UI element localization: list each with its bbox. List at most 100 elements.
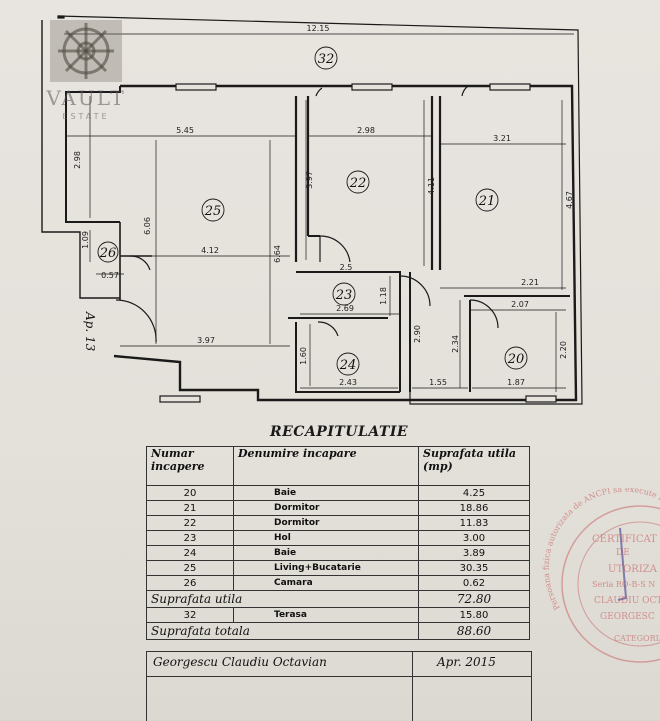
recap-title: RECAPITULATIE [270,424,409,440]
recap-header-row: Numar incapere Denumire incapare Suprafa… [146,446,530,486]
room-area: 15.80 [418,607,530,623]
vault-estate-logo: VAULT ESTATE [36,18,136,128]
room-num: 22 [146,515,234,531]
room-num: 21 [146,500,234,516]
useful-area-value: 72.80 [418,590,530,608]
stamp-line: Seria RO-B-S N [592,580,656,589]
dim-label: 4.67 [565,191,574,209]
dim-label: 6.64 [273,245,282,263]
dim-label: 3.97 [305,171,314,189]
document-date: Apr. 2015 [437,655,496,669]
room-num: 24 [146,545,234,561]
dim-label: 2.34 [451,335,460,353]
room-number-24: 24 [339,358,357,373]
table-row: 23 Hol 3.00 [146,530,530,546]
dim-label: 2.07 [511,300,529,309]
room-name: Living+Bucatarie [233,560,419,576]
room-number-23: 23 [335,288,353,303]
dim-label: 2.98 [357,126,375,135]
stamp-line: CERTIFICAT [592,534,657,545]
signature-box: Georgescu Claudiu Octavian Apr. 2015 [146,651,532,721]
room-number-21: 21 [478,194,496,209]
stamp-line: DE [616,548,630,558]
stamp-line: GEORGESC [600,612,655,622]
table-row: 32 Terasa 15.80 [146,607,530,623]
author-name: Georgescu Claudiu Octavian [153,655,327,669]
dim-label: 2.90 [413,325,422,343]
room-area: 11.83 [418,515,530,531]
brand-tagline: ESTATE [62,112,110,121]
room-area: 18.86 [418,500,530,516]
dim-label: 0.57 [101,271,119,280]
table-row: 20 Baie 4.25 [146,485,530,501]
dim-label: 3.97 [197,336,215,345]
room-name: Dormitor [233,515,419,531]
dim-label: 1.60 [299,347,308,365]
dim-label: 1.55 [429,378,447,387]
dim-label: 2.20 [559,341,568,359]
room-number-32: 32 [318,52,335,67]
dim-label: 2.69 [336,304,354,313]
room-num: 23 [146,530,234,546]
useful-area-row: Suprafata utila 72.80 [146,590,530,608]
room-area: 4.25 [418,485,530,501]
dim-label: 5.45 [176,126,194,135]
certification-stamp: Persoana fizica autorizata de ANCPI sa e… [540,485,660,668]
room-name: Baie [233,485,419,501]
stamp-seal-icon: Persoana fizica autorizata de ANCPI sa e… [542,485,660,663]
room-area: 0.62 [418,575,530,591]
stamp-line: UTORIZA [608,564,657,575]
room-name: Hol [233,530,419,546]
dim-label: 4.12 [201,246,219,255]
room-area: 30.35 [418,560,530,576]
dim-label: 1.18 [379,287,388,305]
room-number-25: 25 [204,204,222,219]
recap-table: Numar incapere Denumire incapare Suprafa… [146,446,530,640]
room-num: 32 [146,607,234,623]
dim-label: 1.87 [507,378,525,387]
header-denumire: Denumire incapare [233,446,419,486]
total-area-label: Suprafata totala [146,622,419,640]
total-area-value: 88.60 [418,622,530,640]
dim-label: 12.15 [307,24,330,33]
divider [412,652,413,676]
dim-label: 2.43 [339,378,357,387]
dim-label: 1.09 [81,231,90,249]
header-numar: Numar incapere [146,446,234,486]
dim-label: 2.21 [521,278,539,287]
room-name: Camara [233,575,419,591]
room-area: 3.89 [418,545,530,561]
dim-label: 2.98 [73,151,82,169]
total-area-row: Suprafata totala 88.60 [146,622,530,640]
stamp-line: CATEGORIA [614,634,660,643]
room-number-26: 26 [99,246,117,261]
divider [147,676,531,677]
room-name: Dormitor [233,500,419,516]
ship-wheel-icon [50,20,122,82]
room-num: 26 [146,575,234,591]
table-row: 22 Dormitor 11.83 [146,515,530,531]
brand-name: VAULT [46,86,126,110]
dim-label: 6.06 [143,217,152,235]
room-number-20: 20 [507,352,525,367]
room-number-22: 22 [349,176,367,191]
dim-label: 3.21 [493,134,511,143]
room-num: 20 [146,485,234,501]
floor-plan-drawing: 32 25 22 21 26 23 24 20 Ap. 13 12.15 5.4… [41,15,583,405]
stamp-line: CLAUDIU OCTA [594,596,660,606]
apartment-label: Ap. 13 [83,311,97,352]
room-area: 3.00 [418,530,530,546]
room-name: Baie [233,545,419,561]
table-row: 24 Baie 3.89 [146,545,530,561]
table-row: 25 Living+Bucatarie 30.35 [146,560,530,576]
table-row: 26 Camara 0.62 [146,575,530,591]
room-num: 25 [146,560,234,576]
dim-label: 4.11 [427,177,436,195]
table-row: 21 Dormitor 18.86 [146,500,530,516]
room-name: Terasa [233,607,419,623]
dim-label: 2.5 [340,263,353,272]
header-suprafata: Suprafata utila (mp) [418,446,530,486]
divider [412,676,413,721]
useful-area-label: Suprafata utila [146,590,419,608]
